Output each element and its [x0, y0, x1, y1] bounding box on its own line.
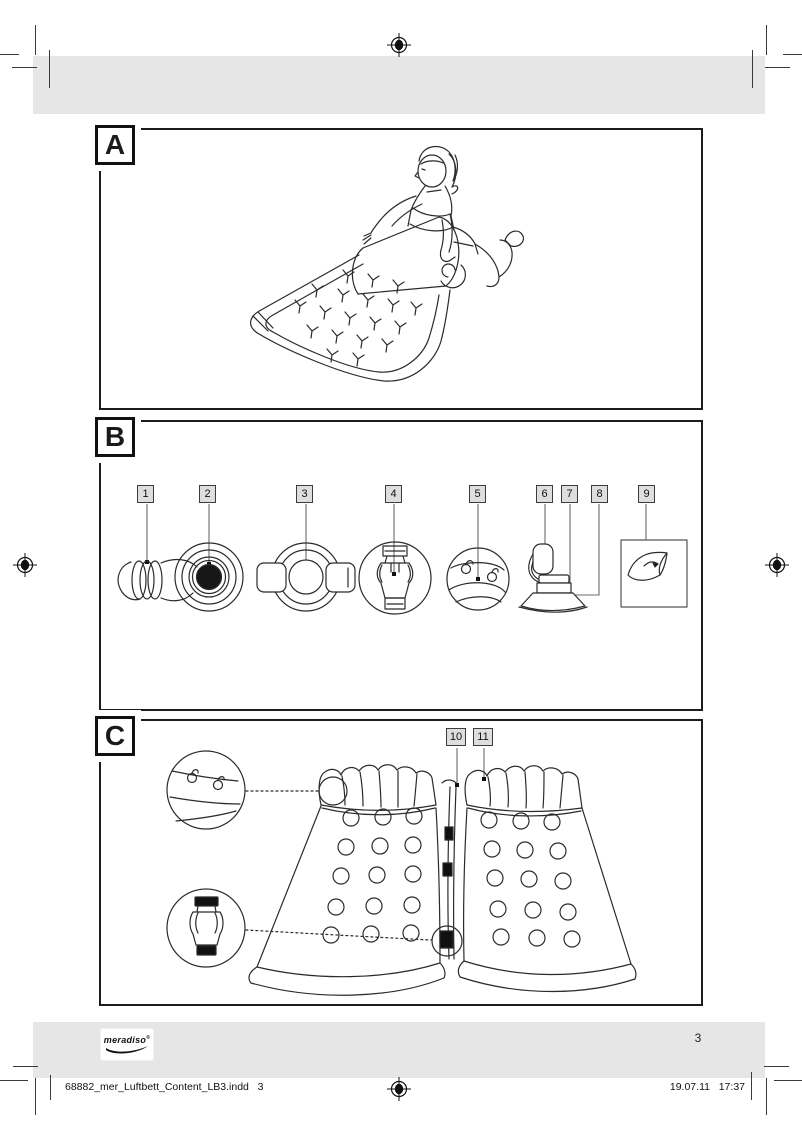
- crop-mark: [765, 67, 790, 68]
- part-label-7: 7: [561, 485, 578, 503]
- panel-a-label: A: [95, 125, 135, 165]
- imprint-line: 68882_mer_Luftbett_Content_LB3.indd 3 19…: [65, 1081, 745, 1093]
- mattress-junction-straps: [432, 780, 462, 959]
- part-number: 3: [301, 487, 308, 500]
- brand-name: meradiso: [103, 1034, 147, 1045]
- part-label-3: 3: [296, 485, 313, 503]
- part-number: 7: [566, 487, 573, 500]
- imprint-datetime: 19.07.11 17:37: [669, 1081, 745, 1093]
- part-label-4: 4: [385, 485, 402, 503]
- crop-mark: [50, 1075, 51, 1100]
- crop-mark: [751, 1072, 752, 1100]
- repair-patch-illustration: [621, 540, 687, 607]
- crop-mark: [0, 1080, 28, 1081]
- part-label-6: 6: [536, 485, 553, 503]
- registration-mark-icon: [387, 33, 411, 57]
- part-label-8: 8: [591, 485, 608, 503]
- brand-logo: meradiso®: [100, 1028, 154, 1061]
- registration-mark-icon: [765, 553, 789, 577]
- part-number: 2: [204, 487, 211, 500]
- right-mattress-illustration: [458, 766, 636, 992]
- part-number: 10: [449, 730, 463, 743]
- page-number: 3: [694, 1031, 702, 1045]
- part-label-5: 5: [469, 485, 486, 503]
- part-label-9: 9: [638, 485, 655, 503]
- panel-c-label: C: [95, 716, 135, 756]
- part-number: 8: [596, 487, 603, 500]
- valve-cap-illustration: [257, 543, 355, 611]
- panel-c-illustration: [101, 721, 701, 1004]
- crop-mark: [766, 25, 767, 55]
- crop-mark: [764, 1066, 789, 1067]
- part-label-11: 11: [473, 728, 493, 746]
- panel-a-letter: A: [104, 129, 126, 160]
- crop-mark: [783, 54, 802, 55]
- buckle-illustration: [359, 542, 431, 614]
- part-label-1: 1: [137, 485, 154, 503]
- mattress-tuft-marks: [295, 270, 422, 366]
- panel-b-label: B: [95, 417, 135, 457]
- registration-mark-icon: [13, 553, 37, 577]
- panel-a: A: [95, 125, 703, 410]
- registered-trademark-icon: ®: [146, 1034, 151, 1041]
- crop-mark: [0, 54, 19, 55]
- part-label-10: 10: [446, 728, 466, 746]
- left-mattress-illustration: [249, 765, 445, 995]
- panel-b: B 1 2 3 4 5 6 7 8 9: [95, 417, 703, 711]
- top-gray-band: [33, 56, 765, 114]
- valve-nozzle-illustration: [118, 560, 197, 601]
- bottom-gray-band: [33, 1022, 765, 1078]
- buckle-zoom-circle: [167, 889, 431, 967]
- panel-b-illustration: [101, 422, 701, 709]
- crop-mark: [12, 67, 37, 68]
- crop-mark: [774, 1080, 802, 1081]
- brand-logo-swoosh-icon: [106, 1045, 148, 1053]
- eyelet-zoom-circle: [167, 751, 347, 829]
- crop-mark: [49, 50, 50, 88]
- brand-logo-text: meradiso®: [103, 1034, 151, 1045]
- crop-mark: [35, 25, 36, 55]
- part-number: 1: [142, 487, 149, 500]
- crop-mark: [766, 1078, 767, 1115]
- panel-a-illustration: [101, 130, 701, 408]
- panel-c: C 10 11: [95, 716, 703, 1006]
- eyelet-detail-illustration: [447, 548, 509, 610]
- part-number: 11: [477, 730, 489, 743]
- person-illustration: [363, 146, 523, 286]
- foot-pump-illustration: [519, 544, 587, 612]
- crop-mark: [35, 1078, 36, 1115]
- pointer-lines: [455, 748, 486, 787]
- part-number: 9: [643, 487, 650, 500]
- part-number: 6: [541, 487, 548, 500]
- valve-open-illustration: [175, 543, 243, 611]
- registration-mark-icon: [387, 1077, 411, 1101]
- part-number: 5: [474, 487, 481, 500]
- crop-mark: [13, 1066, 38, 1067]
- crop-mark: [752, 50, 753, 88]
- panel-b-letter: B: [104, 421, 126, 452]
- part-label-2: 2: [199, 485, 216, 503]
- panel-c-letter: C: [104, 720, 126, 751]
- imprint-filename: 68882_mer_Luftbett_Content_LB3.indd 3: [65, 1081, 264, 1093]
- part-number: 4: [390, 487, 397, 500]
- air-mattress-illustration: [251, 217, 466, 381]
